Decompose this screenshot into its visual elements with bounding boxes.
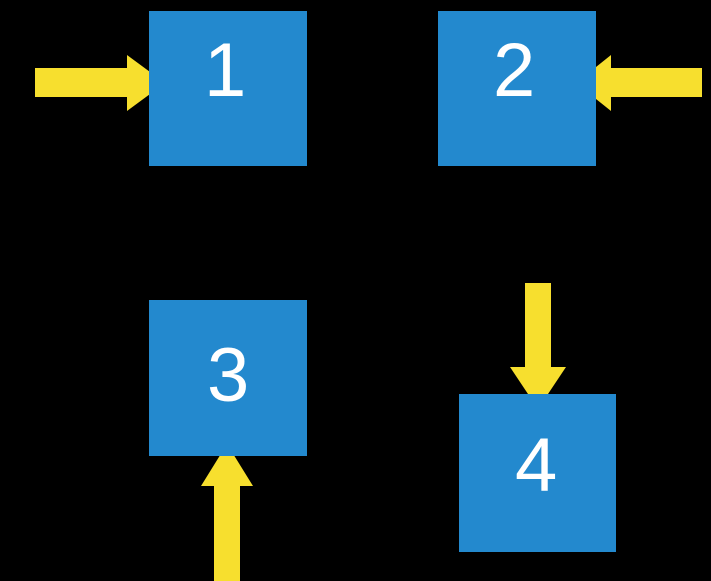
node-box-2[interactable] <box>438 11 596 166</box>
node-label-2: 2 <box>493 28 536 113</box>
node-label-1: 1 <box>204 28 247 113</box>
arrow-up-shape <box>201 444 253 581</box>
node-box-3[interactable] <box>149 300 307 456</box>
node-box-4[interactable] <box>459 394 616 552</box>
node-box-1[interactable] <box>149 11 307 166</box>
arrow-right-shape <box>35 55 165 111</box>
arrow-down-shape <box>510 283 566 409</box>
node-label-4: 4 <box>515 423 558 508</box>
node-label-3: 3 <box>207 333 250 418</box>
